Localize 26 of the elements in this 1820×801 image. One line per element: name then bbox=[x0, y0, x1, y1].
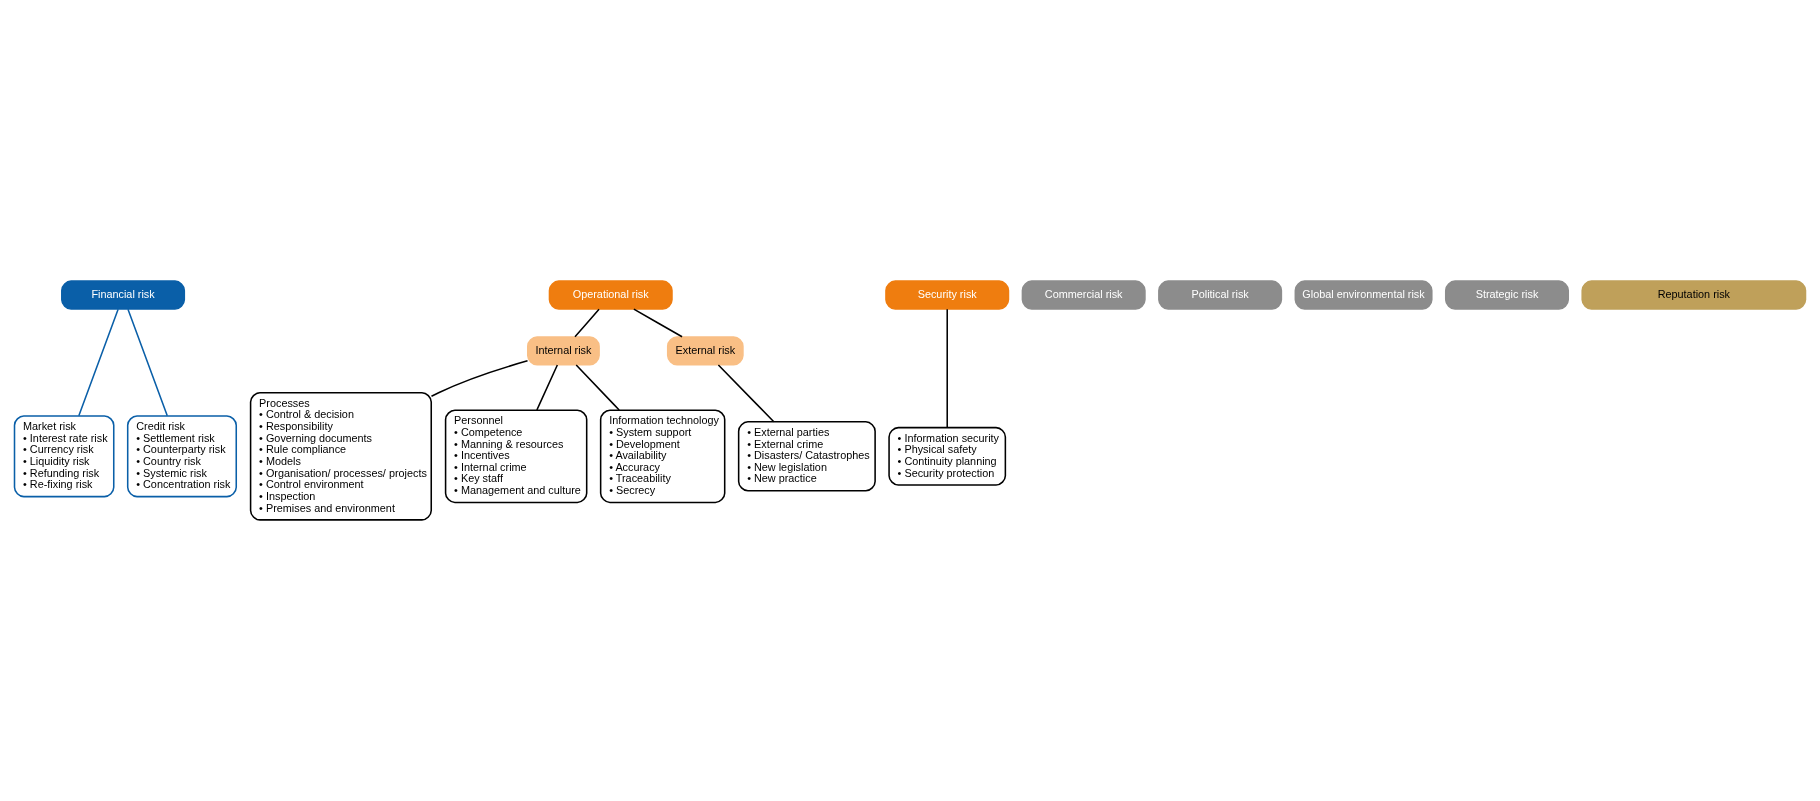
node-box: Operational risk bbox=[548, 280, 673, 310]
connector bbox=[717, 364, 775, 423]
node-box: Financial risk bbox=[61, 280, 186, 310]
node-box: Political risk bbox=[1158, 280, 1283, 310]
connector bbox=[633, 308, 683, 338]
node-box: Personnel • Competence • Manning & resources • Incentives • Internal crime • Key staff • Management and culture bbox=[444, 409, 588, 504]
node-box: Global environmental risk bbox=[1294, 280, 1433, 310]
connector bbox=[430, 360, 529, 398]
connector bbox=[946, 308, 948, 429]
node-box: • External parties • External crime • Disasters/ Catastrophes • New legislation • New practice bbox=[737, 421, 876, 492]
node-box: Security risk bbox=[885, 280, 1010, 310]
node-box: Strategic risk bbox=[1444, 280, 1569, 310]
node-box: Information technology • System support • Development • Availability • Accuracy • Traceability • Secrecy bbox=[599, 409, 726, 504]
connector bbox=[536, 364, 559, 411]
node-box: Commercial risk bbox=[1021, 280, 1146, 310]
node-box: • Information security • Physical safety • Continuity planning • Security protection bbox=[888, 426, 1007, 486]
node-box: Reputation risk bbox=[1581, 280, 1807, 310]
node-box: Market risk • Interest rate risk • Currency risk • Liquidity risk • Refunding risk • Re-fixing risk bbox=[13, 415, 115, 498]
connector bbox=[574, 308, 600, 338]
connector bbox=[78, 308, 119, 417]
node-box: Internal risk bbox=[527, 336, 600, 366]
node-box: Credit risk • Settlement risk • Counterparty risk • Country risk • Systemic risk • Concentration risk bbox=[126, 415, 238, 498]
node-box: Processes • Control & decision • Responsibility • Governing documents • Rule compliance • Models • Organisation/ processes/ projects • Control environment • Inspection • Premises and environment bbox=[249, 391, 432, 521]
connector bbox=[127, 308, 169, 417]
connector bbox=[575, 364, 620, 411]
node-box: External risk bbox=[666, 336, 744, 366]
